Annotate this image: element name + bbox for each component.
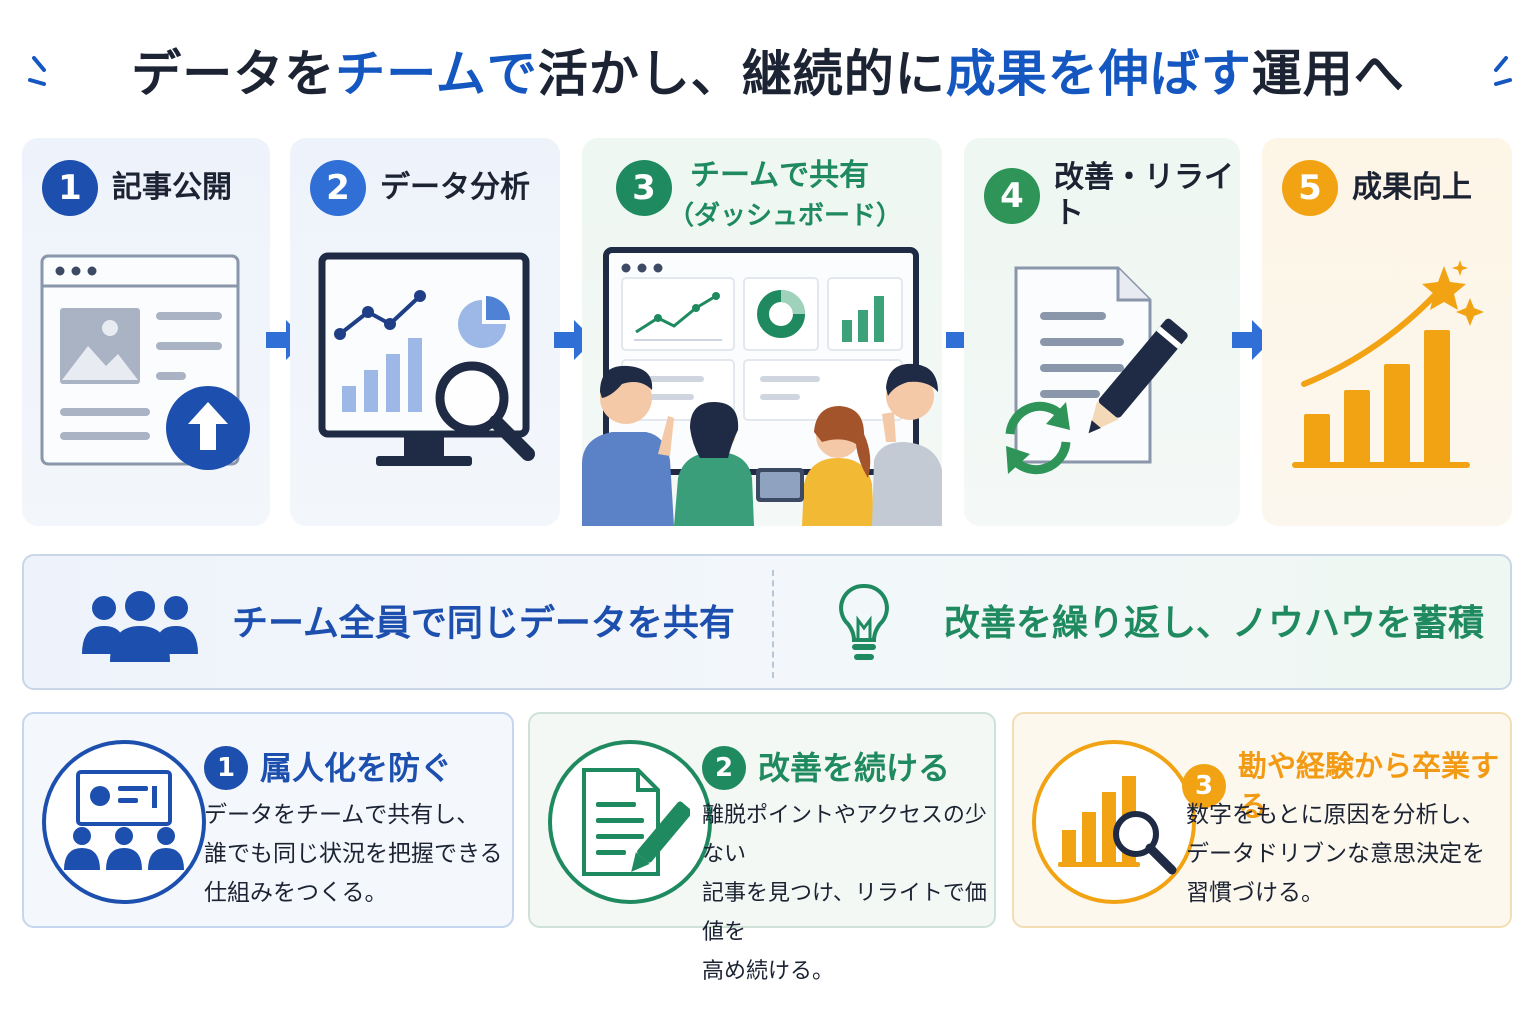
step-1-number: 1 xyxy=(42,160,98,216)
card-2-number: 2 xyxy=(702,746,746,790)
card-3: 3 勘や経験から卒業する 数字をもとに原因を分析し、 データドリブンな意思決定を… xyxy=(1012,712,1512,928)
step-2-panel: 2 データ分析 xyxy=(290,138,560,526)
title-part-3: 活かし、継続的に xyxy=(537,45,946,103)
monitor-chart-magnifier-icon xyxy=(318,252,535,466)
step-5-label: 成果向上 xyxy=(1352,170,1472,205)
step-2-number: 2 xyxy=(310,160,366,216)
card-1: 1 属人化を防ぐ データをチームで共有し、 誰でも同じ状況を把握できる 仕組みを… xyxy=(22,712,514,928)
team-presentation-icon xyxy=(64,770,184,870)
step-5-panel: 5 成果向上 xyxy=(1262,138,1512,526)
card-2-line-2: 記事を見つけ、リライトで価値を xyxy=(702,881,987,945)
summary-banner: チーム全員で同じデータを共有 改善を繰り返し、ノウハウを蓄積 xyxy=(22,554,1512,690)
banner-divider xyxy=(772,570,774,678)
card-3-number: 3 xyxy=(1182,764,1226,808)
team-dashboard-icon xyxy=(582,247,942,526)
card-2-line-3: 高め続ける。 xyxy=(702,959,835,984)
card-2-title: 改善を続ける xyxy=(758,749,951,787)
step-3-sublabel: （ダッシュボード） xyxy=(668,201,903,231)
card-1-line-1: データをチームで共有し、 xyxy=(204,802,480,828)
card-2-icon-ring xyxy=(548,740,712,904)
step-3-panel: 3 チームで共有 （ダッシュボード） xyxy=(582,138,942,526)
title-part-2: チームで xyxy=(335,45,538,103)
card-3-line-1: 数字をもとに原因を分析し、 xyxy=(1186,802,1485,828)
chart-magnifier-icon xyxy=(1058,776,1177,875)
step-5-number: 5 xyxy=(1282,160,1338,216)
card-3-body: 数字をもとに原因を分析し、 データドリブンな意思決定を 習慣づける。 xyxy=(1186,796,1485,913)
card-3-line-2: データドリブンな意思決定を xyxy=(1186,841,1485,867)
card-2-line-1: 離脱ポイントやアクセスの少ない xyxy=(702,803,987,867)
card-3-title: 勘や経験から卒業する xyxy=(1238,749,1500,823)
card-1-title: 属人化を防ぐ xyxy=(260,749,453,787)
card-1-line-2: 誰でも同じ状況を把握できる xyxy=(204,841,503,867)
step-3-number: 3 xyxy=(616,160,672,216)
title-part-4: 成果を伸ばす xyxy=(945,45,1252,103)
title-part-1: データを xyxy=(131,45,336,103)
page-title: データをチームで活かし、継続的に成果を伸ばす運用へ xyxy=(0,34,1536,114)
step-4-number: 4 xyxy=(984,168,1040,224)
growth-chart-star-icon xyxy=(1292,260,1484,468)
step-4-panel: 4 改善・リライト xyxy=(964,138,1240,526)
banner-left-text: チーム全員で同じデータを共有 xyxy=(232,603,735,644)
step-2-label: データ分析 xyxy=(380,170,530,205)
document-edit-icon xyxy=(582,768,690,876)
team-people-icon xyxy=(82,591,198,662)
card-1-line-3: 仕組みをつくる。 xyxy=(204,880,388,906)
document-pencil-refresh-icon xyxy=(1005,266,1188,475)
step-4-label: 改善・リライト xyxy=(1054,160,1234,231)
card-2-body: 離脱ポイントやアクセスの少ない 記事を見つけ、リライトで価値を 高め続ける。 xyxy=(702,796,994,991)
step-1-panel: 1 記事公開 xyxy=(22,138,270,526)
banner-right-text: 改善を繰り返し、ノウハウを蓄積 xyxy=(944,603,1485,644)
accent-spark-left-icon xyxy=(28,56,46,86)
step-3-label: チームで共有 xyxy=(690,158,870,193)
accent-spark-right-icon xyxy=(1494,56,1512,86)
card-1-body: データをチームで共有し、 誰でも同じ状況を把握できる 仕組みをつくる。 xyxy=(204,796,503,913)
step-1-label: 記事公開 xyxy=(112,170,232,205)
card-3-line-3: 習慣づける。 xyxy=(1186,880,1324,906)
card-1-icon-ring xyxy=(42,740,206,904)
title-part-5: 運用へ xyxy=(1251,45,1405,103)
card-2: 2 改善を続ける 離脱ポイントやアクセスの少ない 記事を見つけ、リライトで価値を… xyxy=(528,712,996,984)
webpage-upload-icon xyxy=(40,254,250,470)
card-3-icon-ring xyxy=(1032,740,1196,904)
card-1-number: 1 xyxy=(204,746,248,790)
lightbulb-icon xyxy=(839,583,889,660)
